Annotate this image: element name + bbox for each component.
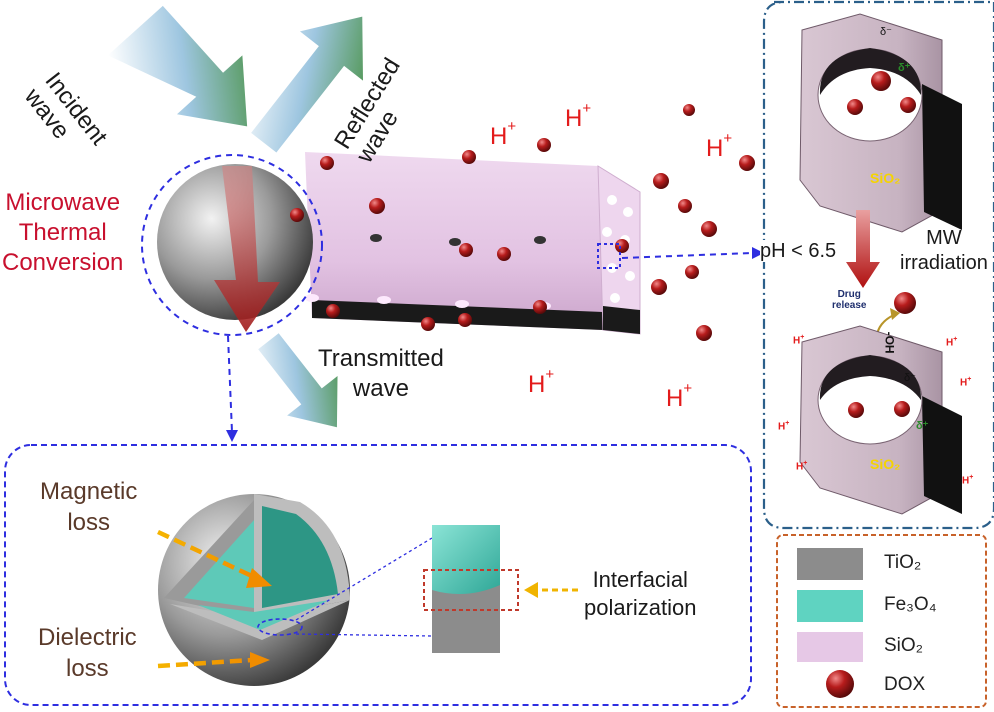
magnetic-loss-arrow xyxy=(157,529,272,588)
interfacial-polarization-label: Interfacial polarization xyxy=(584,567,697,620)
sio2-nanotube xyxy=(294,152,641,335)
dielectric-loss-label: Dielectric loss xyxy=(38,624,137,683)
dielectric-loss-arrow xyxy=(157,652,270,669)
oh-label: -OH xyxy=(882,331,897,354)
interface-zoom-ellipse xyxy=(257,618,303,636)
pore-zoom-box xyxy=(597,243,621,269)
pore-zoom-arrow xyxy=(621,252,753,259)
ph-condition-label: pH < 6.5 xyxy=(760,240,837,262)
legend-swatch-fe3o4 xyxy=(797,590,863,622)
legend-swatch-sio2 xyxy=(797,632,863,662)
legend-label-dox: DOX xyxy=(884,674,926,695)
h-plus-small: H+ xyxy=(796,460,808,473)
sio2-pore-top xyxy=(799,13,962,233)
incident-wave-arrow xyxy=(107,5,248,127)
h-plus-label: H+ xyxy=(490,118,517,150)
h-plus-label: H+ xyxy=(706,130,733,162)
legend-box xyxy=(776,534,987,708)
h-plus-small: H+ xyxy=(962,474,974,487)
transmitted-wave-arrow xyxy=(258,333,338,428)
ph-response-panel xyxy=(762,0,994,530)
legend-label-fe3o4: Fe₃O₄ xyxy=(884,594,937,615)
drug-release-label: Drug release xyxy=(832,289,867,311)
delta-plus-label: δ⁺ xyxy=(916,420,929,432)
magnetic-loss-label: Magnetic loss xyxy=(40,478,138,537)
delta-plus-label: δ⁺ xyxy=(898,62,911,74)
interface-column xyxy=(432,525,500,653)
transmitted-wave-label: Transmitted wave xyxy=(318,345,444,402)
sphere-highlight-circle xyxy=(141,154,323,336)
legend-swatch-tio2 xyxy=(797,548,863,580)
h-plus-small: H+ xyxy=(793,334,805,347)
sphere-zoom-connector xyxy=(227,335,233,433)
legend-label-tio2: TiO₂ xyxy=(884,552,922,573)
sio2-pore-bottom xyxy=(799,325,962,515)
interface-highlight-box xyxy=(423,569,519,611)
microwave-heat-arrow xyxy=(214,166,280,332)
cutaway-sphere xyxy=(158,494,350,686)
h-plus-small: H+ xyxy=(960,376,972,389)
h-plus-label: H+ xyxy=(528,366,555,398)
reflected-wave-arrow xyxy=(251,16,363,153)
sio2-bottom-label: SiO₂ xyxy=(870,456,901,472)
microwave-thermal-label: Microwave Thermal Conversion xyxy=(2,189,124,276)
delta-minus-label: δ⁻ xyxy=(880,26,892,38)
legend-label-sio2: SiO₂ xyxy=(884,635,924,656)
dox-molecules-free xyxy=(290,104,755,341)
interfacial-polarization-arrow xyxy=(524,582,578,598)
mw-irradiation-label: MW irradiation xyxy=(900,227,988,274)
legend-ball-dox xyxy=(826,670,854,698)
h-plus-label: H+ xyxy=(666,380,693,412)
released-dox xyxy=(894,292,916,314)
mw-irradiation-arrow xyxy=(846,210,880,288)
h-plus-small: H+ xyxy=(778,420,790,433)
sio2-top-label: SiO₂ xyxy=(870,170,901,186)
delta-minus-label: δ⁻ xyxy=(904,372,916,384)
loss-mechanism-panel xyxy=(4,444,752,706)
h-plus-label: H+ xyxy=(565,100,592,132)
h-plus-small: H+ xyxy=(946,336,958,349)
